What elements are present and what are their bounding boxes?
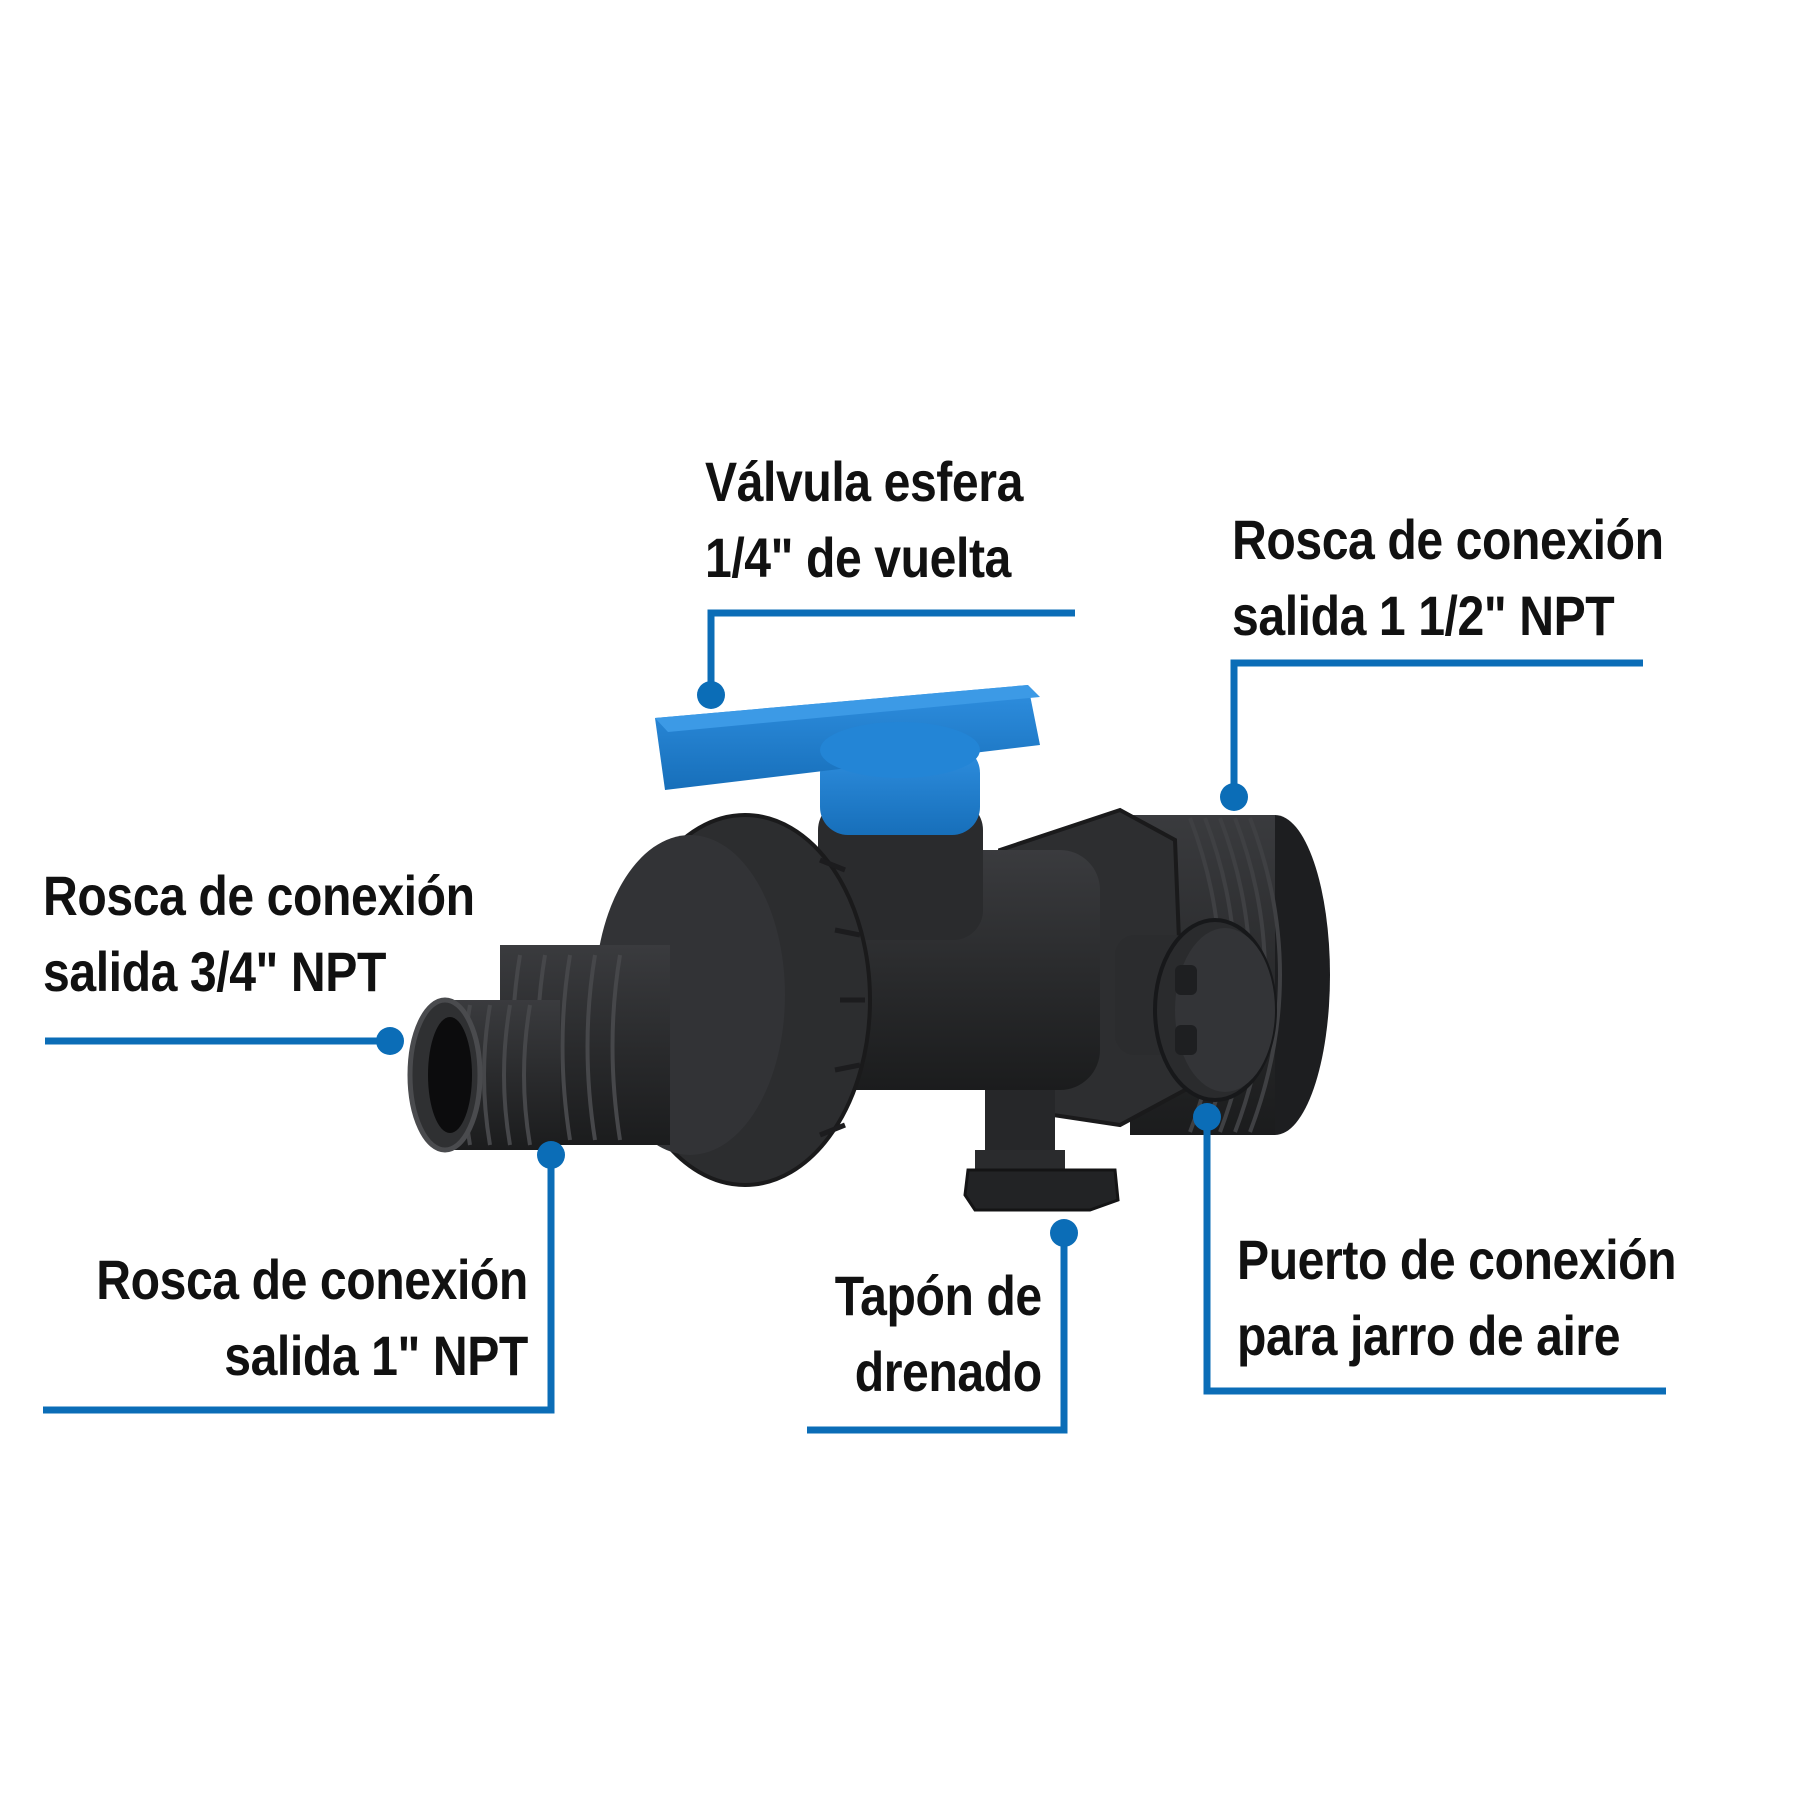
drain-plug-cap: [963, 1150, 1120, 1212]
callout-air-port-line-2: para jarro de aire: [1237, 1304, 1621, 1367]
callout-outlet-1-1-2: Rosca de conexión salida 1 1/2" NPT: [1232, 502, 1664, 654]
callout-outlet-3-4-line-2: salida 3/4" NPT: [43, 940, 386, 1003]
callout-leaders: [43, 609, 1666, 1434]
ball-valve-product: [407, 685, 1330, 1212]
leader-outlet-1-1-2: [1230, 659, 1643, 797]
callout-drain-plug-line-1: Tapón de: [834, 1264, 1042, 1327]
callout-outlet-3-4: Rosca de conexión salida 3/4" NPT: [43, 858, 475, 1010]
callout-outlet-1-1-2-line-1: Rosca de conexión: [1232, 508, 1664, 571]
dot-ball-valve: [697, 681, 725, 709]
callout-drain-plug: Tapón de drenado: [835, 1258, 1042, 1410]
leader-outlet-1: [43, 1155, 555, 1414]
dot-outlet-1: [537, 1141, 565, 1169]
dot-outlet-1-1-2: [1220, 783, 1248, 811]
callout-ball-valve-line-2: 1/4" de vuelta: [705, 526, 1011, 589]
callout-outlet-1: Rosca de conexión salida 1" NPT: [96, 1242, 528, 1394]
leader-ball-valve: [707, 609, 1075, 695]
callout-outlet-3-4-line-1: Rosca de conexión: [43, 864, 475, 927]
air-port-cap: [1153, 918, 1277, 1102]
dot-air-port: [1193, 1103, 1221, 1131]
leader-drain-plug: [807, 1233, 1068, 1434]
callout-outlet-1-1-2-line-2: salida 1 1/2" NPT: [1232, 584, 1615, 647]
leader-air-port: [1203, 1117, 1666, 1395]
callout-outlet-1-line-1: Rosca de conexión: [96, 1248, 528, 1311]
callout-outlet-1-line-2: salida 1" NPT: [224, 1324, 529, 1387]
callout-air-port-line-1: Puerto de conexión: [1237, 1228, 1677, 1291]
valve-handle: [655, 685, 1040, 790]
callout-ball-valve: Válvula esfera 1/4" de vuelta: [705, 444, 1023, 596]
callout-dots: [376, 681, 1248, 1247]
callout-ball-valve-line-1: Válvula esfera: [705, 450, 1023, 513]
callout-air-port: Puerto de conexión para jarro de aire: [1237, 1222, 1677, 1374]
callout-drain-plug-line-2: drenado: [855, 1340, 1042, 1403]
dot-drain-plug: [1050, 1219, 1078, 1247]
dot-outlet-3-4: [376, 1027, 404, 1055]
